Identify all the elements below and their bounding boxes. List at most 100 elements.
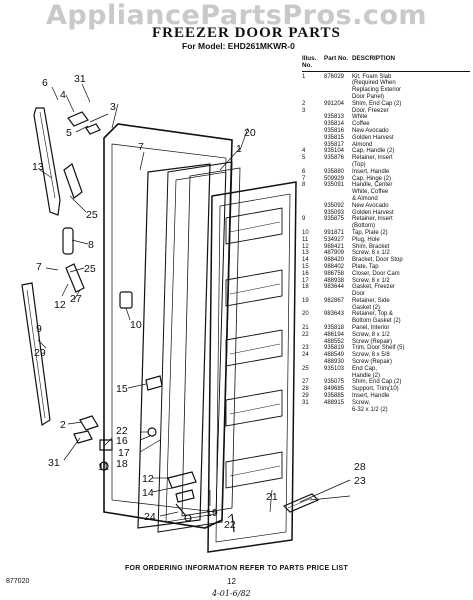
cell-illus xyxy=(302,291,324,298)
cell-part: 982867 xyxy=(324,297,345,304)
table-row: 11 534927 Plug, Hole xyxy=(302,237,470,244)
callout: 16 xyxy=(116,435,128,447)
table-row: White, Coffee xyxy=(302,189,470,196)
cell-part: 935104 xyxy=(324,148,345,155)
cell-illus xyxy=(302,318,324,325)
cell-description: Gasket (2) xyxy=(352,304,381,311)
cell-part: 488930 xyxy=(324,359,345,366)
cell-part: 986758 xyxy=(324,270,345,277)
callout: 25 xyxy=(86,209,98,221)
callout: 11 xyxy=(98,461,109,473)
cell-description: Screw, 8 x 1/2 xyxy=(352,250,390,257)
cell-illus xyxy=(302,114,324,121)
cell-part: 988420 xyxy=(324,257,345,264)
cell-part: 935813 xyxy=(324,114,345,121)
cell-illus xyxy=(302,339,324,346)
cell-description: 6-32 x 1/2 (2) xyxy=(352,406,388,413)
cell-description: Screw (Repair) xyxy=(352,338,393,345)
cell-part: 991871 xyxy=(324,229,345,236)
cell-description: Retainer, Side xyxy=(352,297,390,304)
callout: 27 xyxy=(70,293,82,305)
callout: 12 xyxy=(142,473,154,485)
callout: 31 xyxy=(74,73,86,85)
handle-insert-lower xyxy=(21,282,51,426)
cell-illus: 2 xyxy=(302,100,306,107)
cell-description: New Avocado xyxy=(352,127,389,134)
cell-illus: 18 xyxy=(302,284,309,291)
cell-description: Handle, Center xyxy=(352,182,393,189)
cell-part: 935880 xyxy=(324,168,345,175)
cell-part xyxy=(324,80,352,87)
cell-part: 935103 xyxy=(324,365,345,372)
cell-description: End Cap, xyxy=(352,365,378,372)
callout: 9 xyxy=(36,323,42,335)
cell-part: 935875 xyxy=(324,216,345,223)
cell-part xyxy=(324,373,352,380)
cell-illus: 11 xyxy=(302,236,309,243)
cell-part: 935876 xyxy=(324,155,345,162)
table-row: 9 935875 Retainer, Insert xyxy=(302,216,470,223)
cell-part xyxy=(324,162,352,169)
cell-part: 534927 xyxy=(324,236,345,243)
cell-illus: 20 xyxy=(302,311,309,318)
table-row: (Bottom) xyxy=(302,223,470,230)
cell-illus: 1 xyxy=(302,73,306,80)
cell-description: Screw, xyxy=(352,399,371,406)
cell-description: Retainer, Insert xyxy=(352,216,393,223)
header-description: DESCRIPTION xyxy=(352,55,396,62)
page-title: FREEZER DOOR PARTS xyxy=(152,25,341,41)
cell-part: 487909 xyxy=(324,250,345,257)
cell-illus: 31 xyxy=(302,399,309,406)
cell-description: Closer, Door Cam xyxy=(352,270,400,277)
callout: 3 xyxy=(110,101,116,113)
ordering-note: FOR ORDERING INFORMATION REFER TO PARTS … xyxy=(124,565,349,572)
cell-part xyxy=(324,196,352,203)
cell-part: 488549 xyxy=(324,352,345,359)
callout: 12 xyxy=(54,299,66,311)
callout: 29 xyxy=(34,347,46,359)
cell-illus xyxy=(302,128,324,135)
cell-illus: 3 xyxy=(302,107,306,114)
cell-illus xyxy=(302,373,324,380)
cell-illus: 27 xyxy=(302,379,309,386)
table-row: 6-32 x 1/2 (2) xyxy=(302,407,470,414)
cell-description: Screw (Repair) xyxy=(352,359,393,366)
callout: 22 xyxy=(116,425,128,437)
cell-illus: 28 xyxy=(302,386,309,393)
door-gasket xyxy=(157,161,233,533)
cell-illus: 25 xyxy=(302,365,309,372)
cell-illus: 17 xyxy=(302,277,309,284)
cell-description: Plug, Hole xyxy=(352,236,380,243)
cell-description: Golden Harvest xyxy=(352,134,394,141)
cell-illus: 10 xyxy=(302,229,309,236)
cell-illus: 9 xyxy=(302,216,306,223)
cell-illus: 14 xyxy=(302,257,309,264)
door-stop-bracket xyxy=(167,471,197,489)
cell-part: 488552 xyxy=(324,338,345,345)
cell-description: Kit, Foam Slab xyxy=(352,73,392,80)
callout: 22 xyxy=(224,519,236,531)
cell-part xyxy=(324,223,352,230)
page-number: 12 xyxy=(227,577,236,586)
callout: 18 xyxy=(116,458,128,470)
cell-part: 935092 xyxy=(324,202,345,209)
cell-illus xyxy=(302,203,324,210)
gasket-retainer xyxy=(181,167,241,517)
cell-description: Tap, Plate (2) xyxy=(352,229,388,236)
callout: 5 xyxy=(66,127,72,139)
callout: 28 xyxy=(354,461,366,473)
